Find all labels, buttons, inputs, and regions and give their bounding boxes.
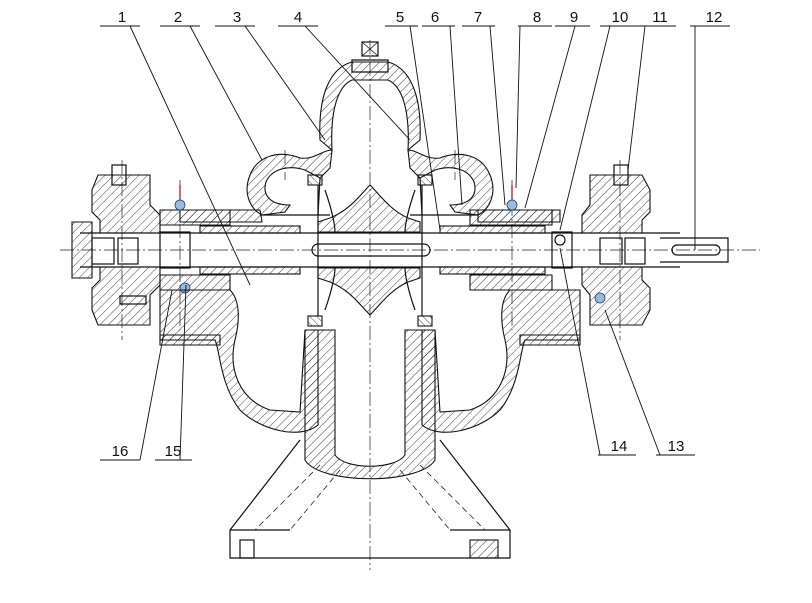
callout-2: 2 [174,9,182,26]
callout-3: 3 [233,9,241,26]
callout-leaders [100,25,730,461]
right-grease-nipple [506,199,518,211]
left-lower-wear-ring [307,315,323,327]
right-gland-top [469,209,553,226]
vent-plug [361,41,379,57]
left-gland-top [159,209,231,226]
left-shaft-sleeve [199,225,301,234]
right-shaft-sleeve-low [439,266,546,275]
callout-1: 1 [118,9,126,26]
callout-9: 9 [570,9,578,26]
callout-8: 8 [533,9,541,26]
left-bearing-housing-top [91,174,161,234]
right-lower-nipple [594,292,606,304]
callout-11: 11 [652,9,668,26]
left-lower-flange [159,334,221,346]
callout-6: 6 [431,9,439,26]
right-bearing-housing-bottom [581,266,651,326]
right-lower-wear-ring [417,315,433,327]
right-lower-flange [519,334,581,346]
left-bearing [91,237,115,265]
right-packing-gland [551,231,573,269]
callout-16: 16 [112,443,129,460]
lower-casing [159,289,581,480]
left-upper-wear-ring [307,174,323,186]
callout-labels: 1 2 3 4 5 6 7 8 9 10 11 12 13 14 15 16 [112,9,723,460]
callout-7: 7 [474,9,482,26]
left-shaft-sleeve-low [199,266,301,275]
callout-13: 13 [668,438,685,455]
left-oil-plug [111,164,127,186]
pump-base [229,439,511,559]
impeller-upper-half [317,184,421,233]
right-bearing-housing-top [581,174,651,234]
right-oil-plug [613,164,629,186]
coupling-keyway [671,244,721,256]
left-gland-bottom [159,274,231,291]
left-grease-nipple [174,199,186,211]
callout-14: 14 [611,438,628,455]
impeller [307,174,433,327]
callout-10: 10 [612,9,629,26]
suction-passage [304,329,436,480]
left-foot-hole [239,539,255,559]
right-shaft-sleeve [439,225,546,234]
impeller-lower-half [317,267,421,316]
callout-15: 15 [165,443,182,460]
callout-12: 12 [706,9,723,26]
right-bearing-inner [624,237,646,265]
right-gland-bottom [469,274,553,291]
right-lower-volute [421,289,581,433]
left-packing-gland [159,231,191,269]
left-bearing-inner [117,237,139,265]
right-lock-nut [554,234,566,246]
left-bearing-assembly [71,164,231,326]
callout-5: 5 [396,9,404,26]
upper-dome [319,61,421,152]
callout-4: 4 [294,9,302,26]
right-bearing [599,237,623,265]
right-upper-wear-ring [417,174,433,186]
base-outline [229,439,511,559]
shaft [80,225,729,275]
right-bearing-assembly [469,164,651,326]
left-bolt [119,295,147,305]
right-foot-pad [469,539,499,559]
shaft-extension [660,237,729,263]
left-end-cover [71,221,93,279]
shaft-keyway [311,243,431,257]
